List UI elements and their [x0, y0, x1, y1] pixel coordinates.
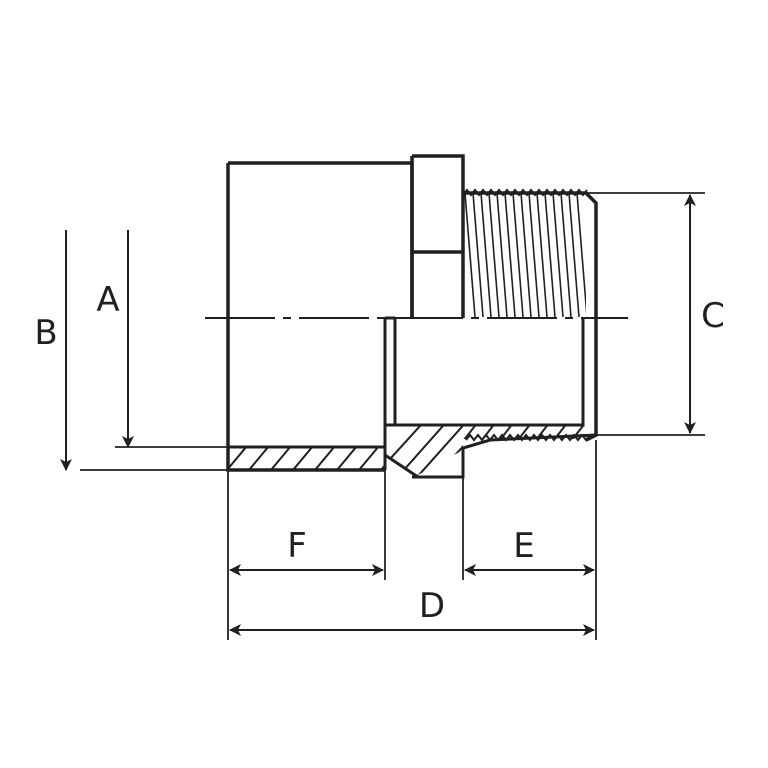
hex-outline [410, 154, 465, 318]
label-f: F [287, 526, 307, 566]
dimension-labels: A B C F E D [34, 280, 725, 626]
thread-lines [464, 193, 586, 317]
fitting-body [226, 154, 598, 479]
section-hatching [229, 425, 593, 475]
thread-crest-top [462, 188, 588, 197]
label-a: A [96, 280, 119, 320]
label-b: B [34, 313, 57, 353]
thread-crest-bottom [465, 433, 591, 442]
label-c: C [701, 296, 725, 336]
extension-lines [80, 192, 705, 640]
label-d: D [419, 586, 445, 626]
dimension-lines [60, 194, 696, 636]
label-e: E [513, 526, 534, 566]
lower-contour [384, 423, 597, 479]
bore-outline [383, 316, 585, 470]
